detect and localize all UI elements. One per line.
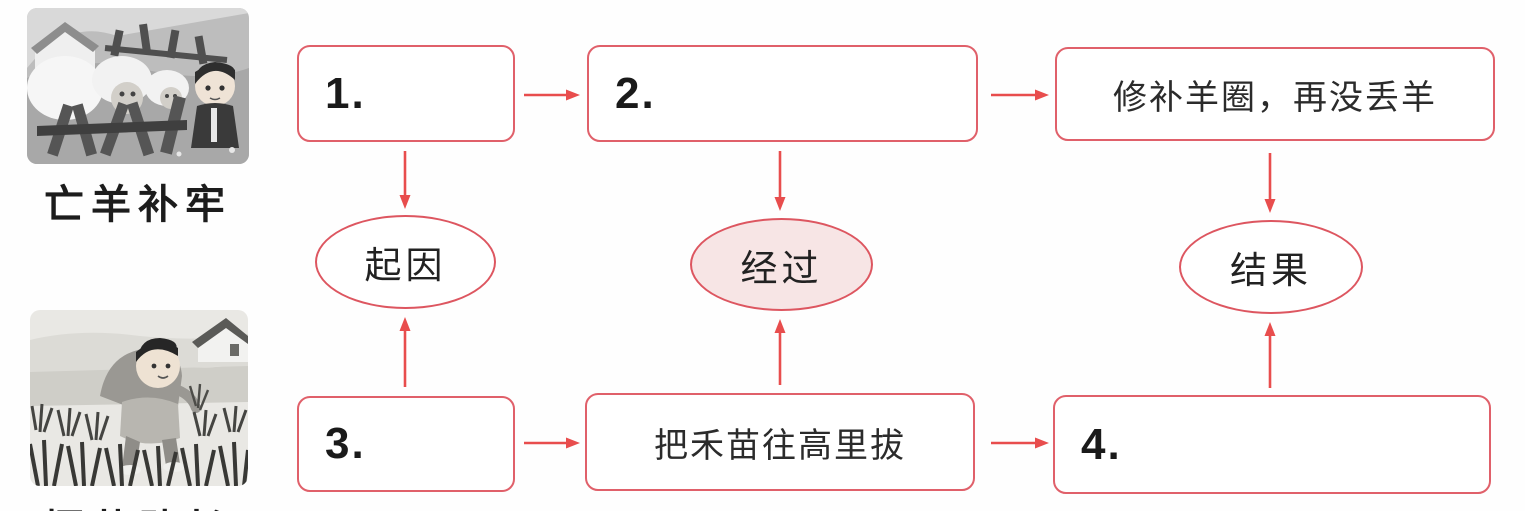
answer-box-3-number: 3.	[325, 419, 366, 468]
arrow-up-icon	[1264, 322, 1276, 388]
arrow-right-icon	[524, 89, 580, 101]
oval-process-label: 经过	[740, 247, 823, 289]
story1-caption: 亡羊补牢	[44, 182, 232, 227]
oval-cause-label: 起因	[364, 245, 447, 286]
answer-box-1-cause[interactable]: 1.	[297, 45, 515, 142]
sheep-pen-illustration	[27, 8, 249, 164]
story1-image	[27, 8, 249, 164]
arrow-right-icon	[991, 437, 1049, 449]
story2-process-text: 把禾苗往高里拔	[654, 426, 906, 465]
seedling-field-illustration	[30, 310, 248, 486]
oval-result-label: 结果	[1230, 250, 1312, 291]
answer-box-3-cause[interactable]: 3.	[297, 396, 515, 492]
story2-caption-partial: 揠苗助长	[27, 497, 249, 511]
answer-box-4-result[interactable]: 4.	[1053, 395, 1491, 494]
arrow-up-icon	[774, 319, 786, 385]
oval-result: 结果	[1179, 220, 1363, 314]
answer-box-1-number: 1.	[325, 68, 366, 118]
story2-process-box: 把禾苗往高里拔	[585, 393, 975, 491]
arrow-down-icon	[774, 151, 786, 211]
oval-cause: 起因	[315, 215, 496, 309]
story1-result-box: 修补羊圈，再没丢羊	[1055, 47, 1495, 141]
story1-result-text: 修补羊圈，再没丢羊	[1113, 78, 1437, 117]
arrow-down-icon	[1264, 153, 1276, 213]
oval-process: 经过	[690, 218, 873, 311]
arrow-right-icon	[524, 437, 580, 449]
arrow-up-icon	[399, 317, 411, 387]
answer-box-2-number: 2.	[615, 68, 656, 118]
answer-box-2-process[interactable]: 2.	[587, 45, 978, 142]
arrow-right-icon	[991, 89, 1049, 101]
answer-box-4-number: 4.	[1081, 419, 1122, 469]
arrow-down-icon	[399, 151, 411, 209]
story2-image	[30, 310, 248, 486]
